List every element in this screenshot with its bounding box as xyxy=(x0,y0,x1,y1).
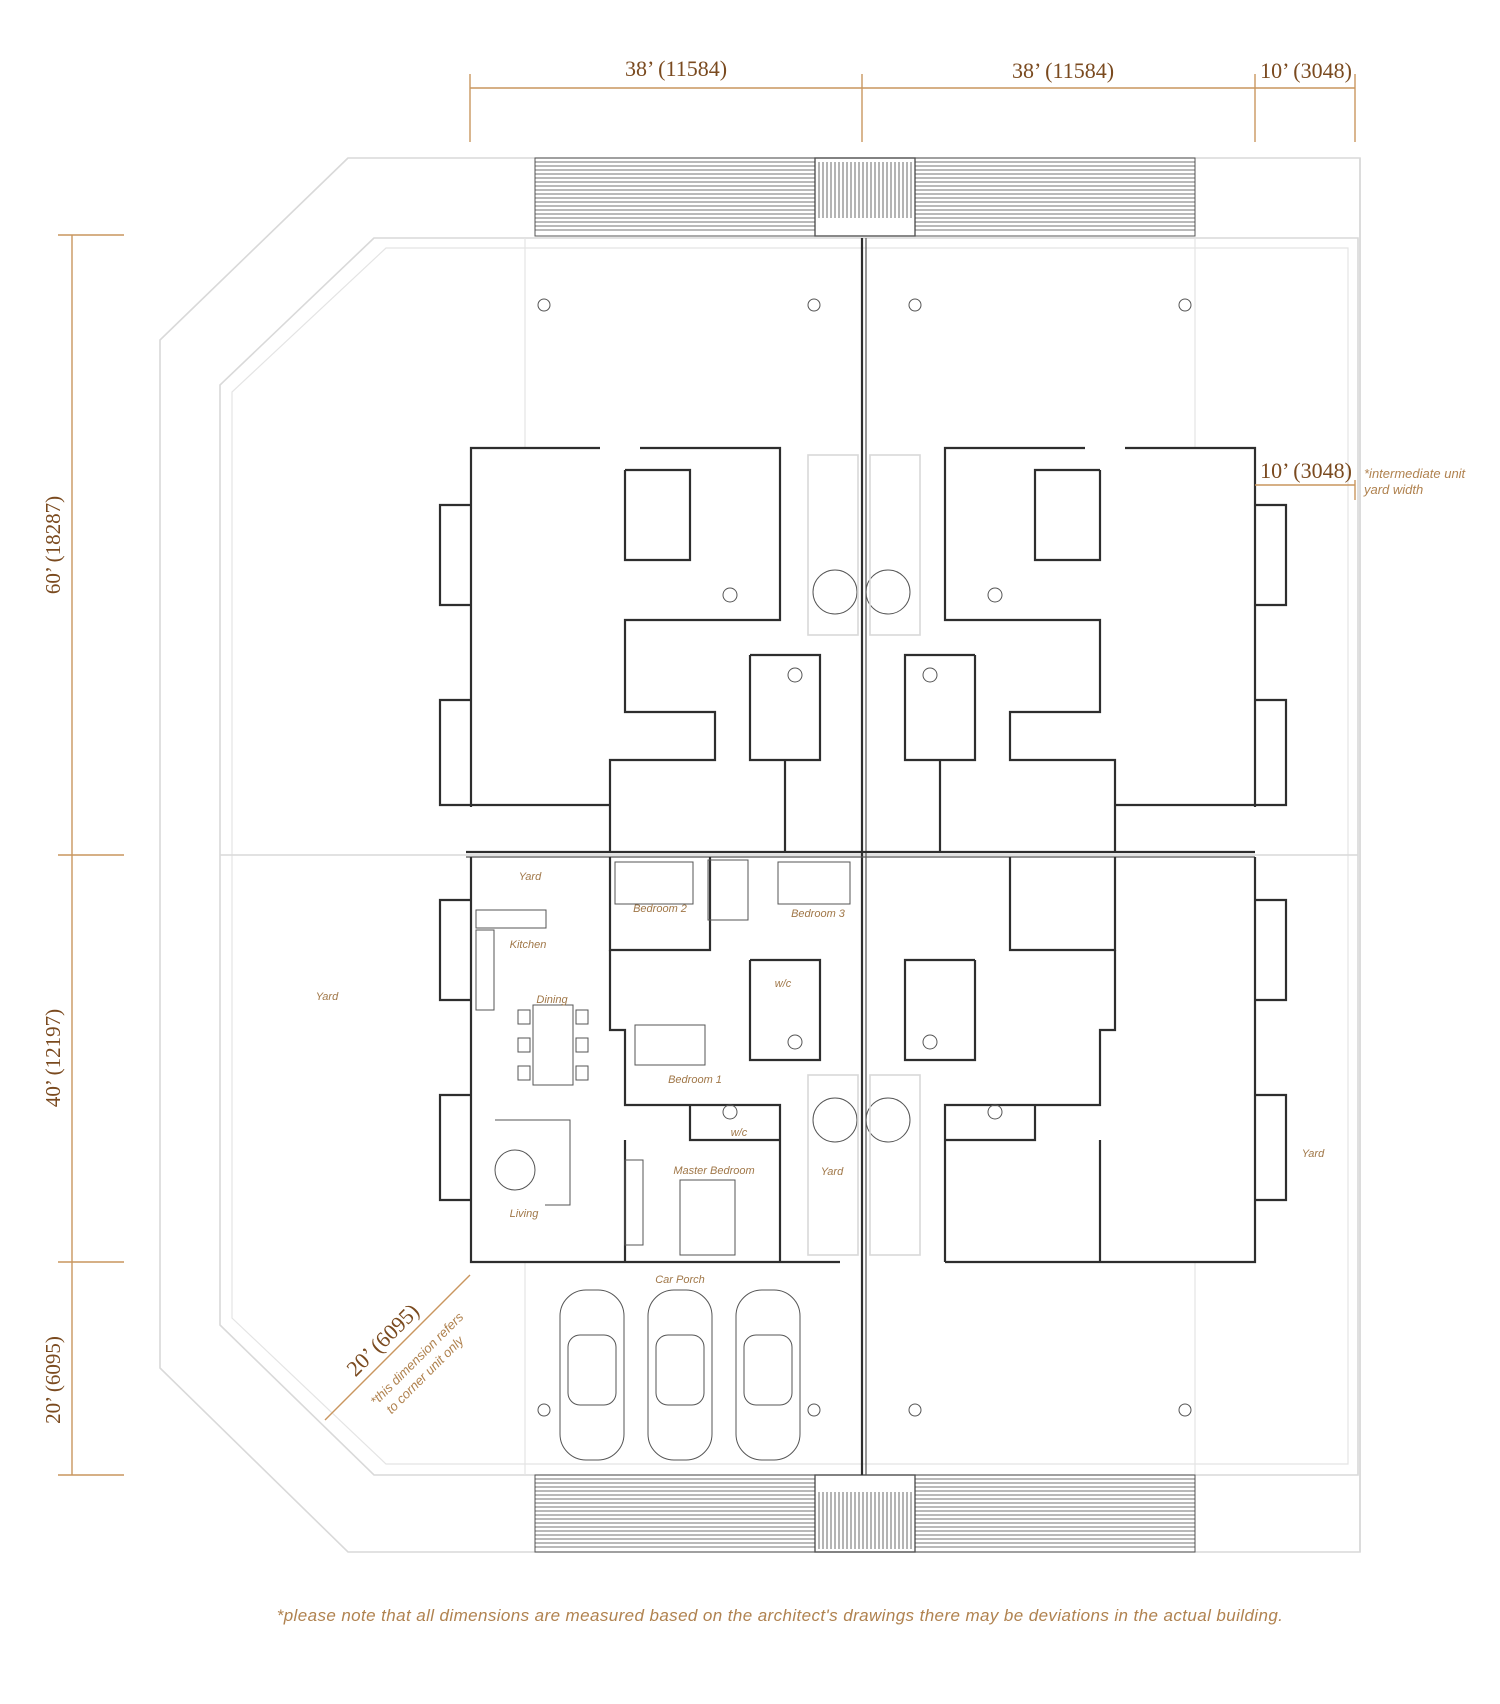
steps-bottom xyxy=(534,1474,1196,1553)
label-yard-top: Yard xyxy=(519,871,542,883)
label-kitchen: Kitchen xyxy=(510,939,547,951)
dim-left-2: 40’ (12197) xyxy=(41,1009,65,1107)
dim-top-1: 38’ (11584) xyxy=(625,56,727,81)
house-walls xyxy=(438,446,1288,1264)
note-yard-width-1: *intermediate unit xyxy=(1364,466,1467,481)
label-living: Living xyxy=(510,1208,540,1220)
car xyxy=(647,1289,713,1461)
label-bedroom-2: Bedroom 2 xyxy=(633,903,687,915)
label-yard-right: Yard xyxy=(1302,1148,1325,1160)
car xyxy=(735,1289,801,1461)
note-yard-width-2: yard width xyxy=(1363,482,1423,497)
party-walls xyxy=(466,238,1255,1475)
footer-note: *please note that all dimensions are mea… xyxy=(277,1606,1284,1625)
site-boundary xyxy=(159,157,1361,1553)
label-bedroom-1: Bedroom 1 xyxy=(668,1074,722,1086)
dim-left-3: 20’ (6095) xyxy=(41,1336,65,1424)
label-yard-mid: Yard xyxy=(821,1166,844,1178)
dim-left-1: 60’ (18287) xyxy=(41,496,65,594)
step-treads xyxy=(535,161,1195,1549)
label-car-porch: Car Porch xyxy=(655,1274,705,1286)
label-wc-1: w/c xyxy=(775,978,792,990)
steps-top xyxy=(534,157,1196,237)
parked-cars xyxy=(559,1289,801,1461)
dim-top-3: 10’ (3048) xyxy=(1260,58,1352,83)
dim-yard-width: 10’ (3048) xyxy=(1260,458,1352,483)
label-dining: Dining xyxy=(536,994,568,1006)
dimension-lines xyxy=(58,74,1356,1476)
label-yard-left: Yard xyxy=(316,991,339,1003)
furniture xyxy=(475,298,1192,1417)
car xyxy=(559,1289,625,1461)
label-wc-2: w/c xyxy=(731,1127,748,1139)
label-bedroom-3: Bedroom 3 xyxy=(791,908,846,920)
dimension-labels: 38’ (11584) 38’ (11584) 10’ (3048) 60’ (… xyxy=(41,56,1467,1424)
label-master-bedroom: Master Bedroom xyxy=(673,1165,754,1177)
room-labels: Yard Bedroom 2 Bedroom 3 Kitchen Yard Di… xyxy=(316,871,1325,1286)
dim-top-2: 38’ (11584) xyxy=(1012,58,1114,83)
